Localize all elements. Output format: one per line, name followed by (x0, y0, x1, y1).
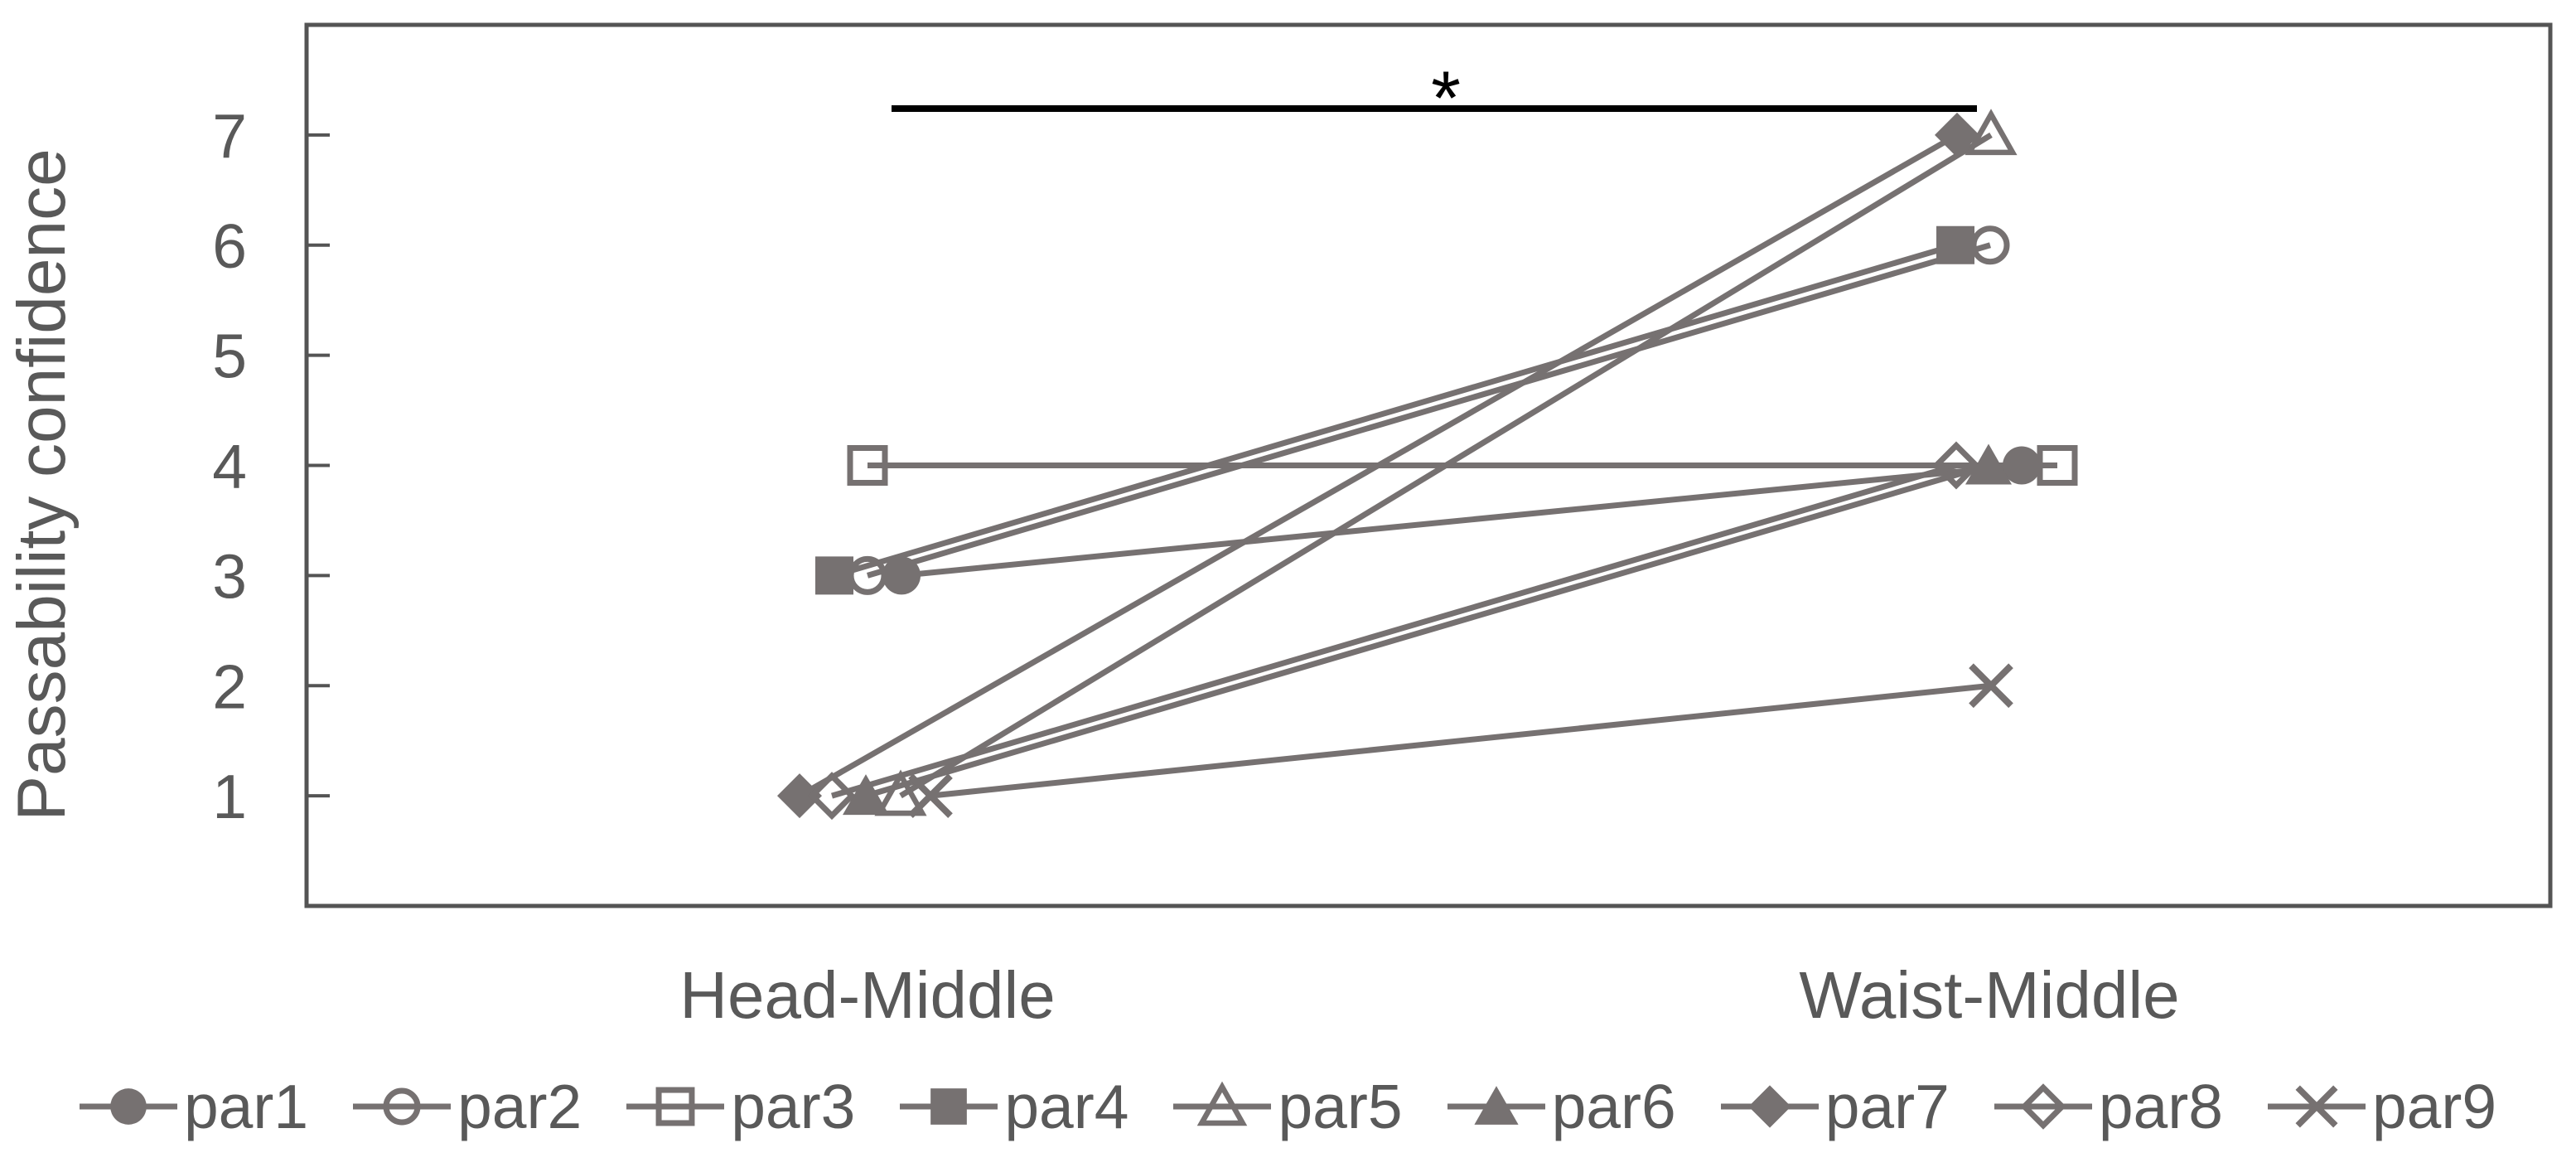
x-axis-label-head-middle: Head-Middle (679, 958, 1056, 1032)
marker-triangle-open (874, 769, 927, 816)
marker-circle-filled (882, 556, 921, 595)
marker-triangle-filled (843, 774, 889, 816)
marker-triangle-open (1965, 109, 2018, 156)
legend-label: par8 (2098, 1071, 2223, 1141)
legend-item-par1: par1 (79, 1071, 309, 1141)
y-tick-label: 2 (212, 651, 247, 721)
marker-diamond-open (1932, 441, 1980, 490)
plot-area: 1 2 3 4 5 6 7 * Head-Middle Waist-Middle (212, 22, 2553, 1032)
legend-label: par5 (1278, 1071, 1403, 1141)
legend-label: par4 (1004, 1071, 1129, 1141)
legend-label: par7 (1824, 1071, 1950, 1141)
series-line-par4 (834, 242, 1956, 579)
diamond-open-legend-icon (1994, 1083, 2092, 1130)
series-line-par2 (867, 242, 1991, 579)
series-line-par7 (798, 132, 1959, 799)
marker-circle-open (383, 1087, 421, 1126)
triangle-open-legend-icon (1173, 1081, 1272, 1126)
marker-triangle-filled (1473, 1086, 1519, 1125)
marker-x (1969, 663, 2013, 709)
square-open-legend-icon (626, 1087, 725, 1126)
marker-triangle-filled (1965, 443, 2012, 485)
legend-item-par6: par6 (1447, 1071, 1676, 1141)
marker-x (908, 773, 953, 818)
x-legend-icon (2267, 1085, 2366, 1128)
x-axis-label-waist-middle: Waist-Middle (1799, 958, 2179, 1032)
marker-diamond-open (808, 772, 856, 821)
legend-item-par2: par2 (353, 1071, 582, 1141)
marker-circle-filled (2003, 446, 2041, 485)
y-tick-label: 5 (212, 322, 247, 391)
triangle-filled-legend-icon (1447, 1086, 1545, 1125)
legend-item-par3: par3 (626, 1071, 856, 1141)
diamond-filled-legend-icon (1720, 1085, 1819, 1128)
legend-label: par1 (183, 1071, 309, 1141)
circle-open-legend-icon (353, 1087, 452, 1126)
legend-label: par6 (1551, 1071, 1676, 1141)
marker-square-filled (1936, 225, 1974, 264)
y-axis-title: Passability confidence (4, 148, 80, 821)
legend-item-par8: par8 (1994, 1071, 2223, 1141)
legend-item-par4: par4 (900, 1071, 1129, 1141)
marker-square-open (2037, 445, 2078, 486)
legend: par1 par2 par3 par4 par5 par6 par7 par8 par9 (0, 1061, 2576, 1152)
marker-triangle-open (1197, 1081, 1248, 1126)
marker-square-open (847, 445, 888, 486)
marker-x (2295, 1085, 2338, 1128)
series-line-par5 (899, 132, 1993, 799)
legend-item-par9: par9 (2267, 1071, 2497, 1141)
significance-asterisk: * (1431, 56, 1461, 141)
marker-circle-filled (110, 1088, 147, 1125)
y-tick-label: 7 (212, 101, 247, 171)
marker-diamond-filled (777, 773, 822, 819)
marker-square-open (655, 1087, 695, 1126)
legend-item-par5: par5 (1173, 1071, 1403, 1141)
marker-diamond-open (2020, 1083, 2066, 1130)
y-tick-label: 6 (212, 211, 247, 281)
square-filled-legend-icon (900, 1088, 998, 1125)
legend-label: par3 (731, 1071, 856, 1141)
series-line-par6 (865, 463, 1989, 799)
legend-label: par9 (2371, 1071, 2497, 1141)
y-tick-label: 3 (212, 541, 247, 611)
y-tick-label: 1 (212, 762, 247, 831)
series-line-par8 (831, 463, 1957, 799)
marker-square-filled (930, 1088, 968, 1125)
legend-item-par7: par7 (1720, 1071, 1950, 1141)
series-line-par1 (901, 463, 2023, 579)
marker-square-filled (815, 556, 853, 595)
y-tick-label: 4 (212, 432, 247, 501)
marker-diamond-filled (1748, 1085, 1791, 1128)
circle-filled-legend-icon (79, 1088, 177, 1125)
legend-label: par2 (457, 1071, 582, 1141)
marker-diamond-filled (1935, 112, 1979, 157)
series-line-par9 (930, 682, 1992, 799)
